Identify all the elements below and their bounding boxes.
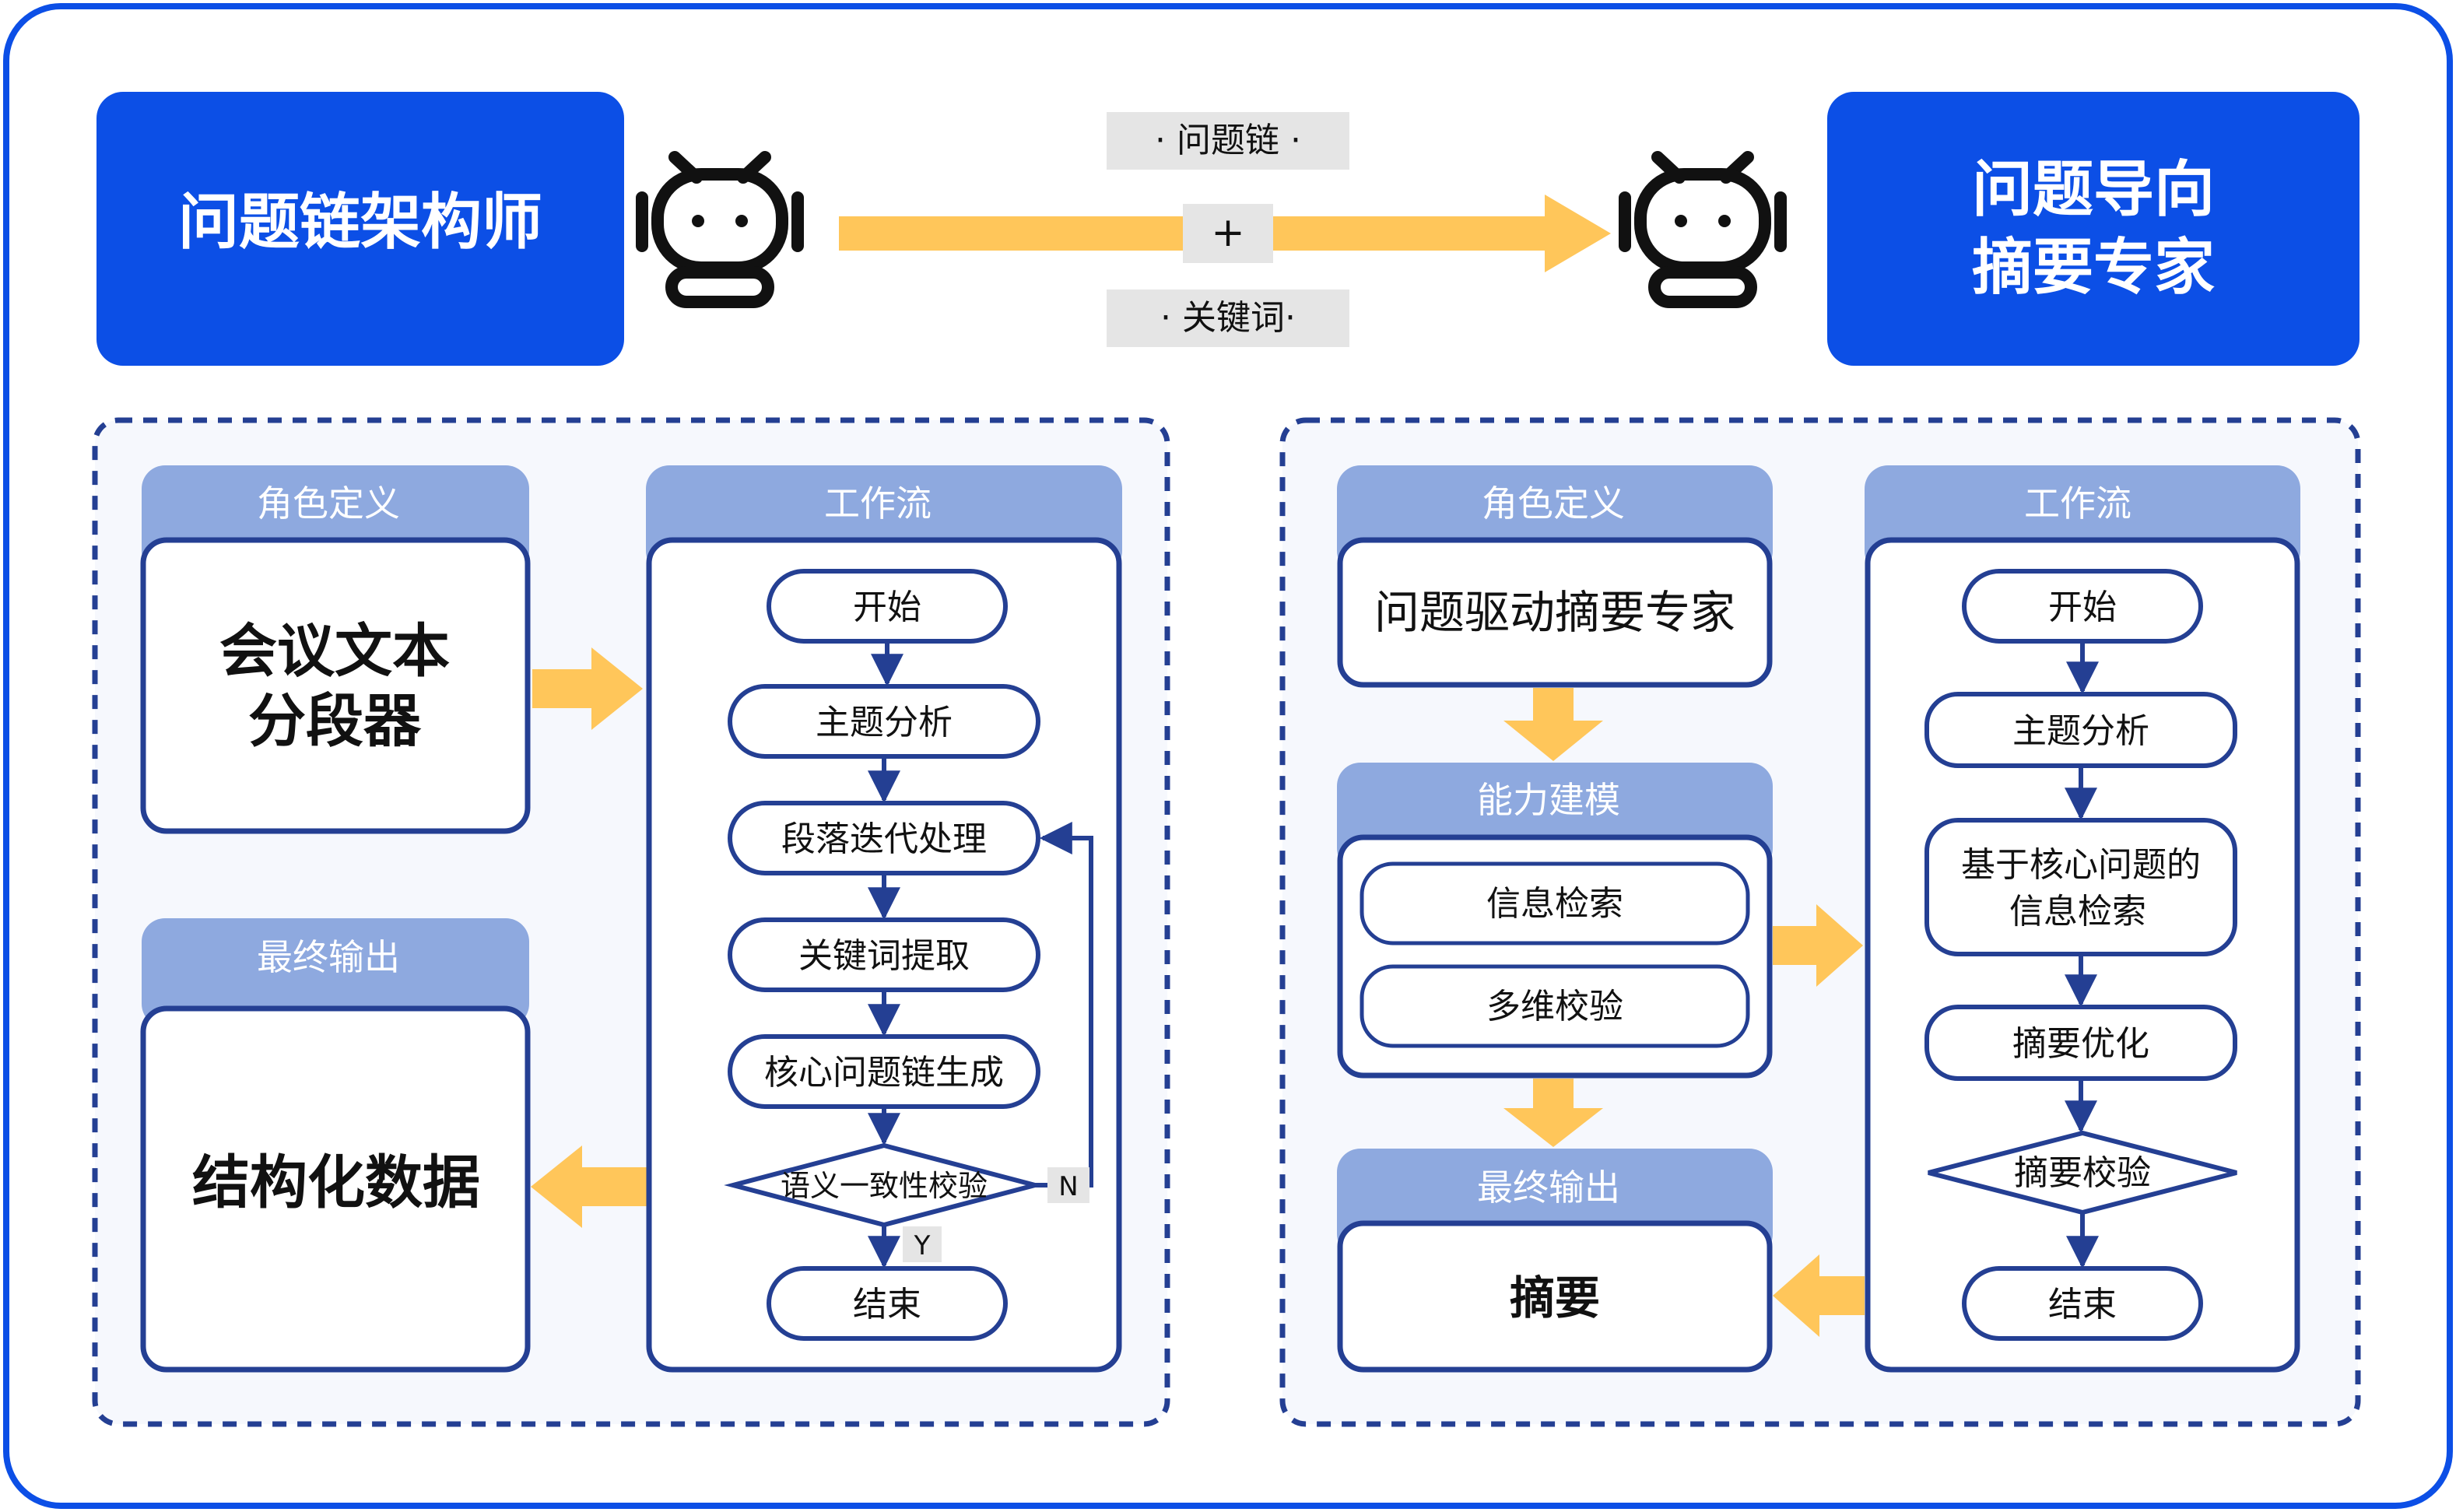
left-no-label: N <box>1058 1171 1078 1202</box>
right-step-retrieve-label-line1: 基于核心问题的 <box>1961 845 2201 885</box>
left-step-topic: 主题分析 <box>728 684 1040 759</box>
left-step-keywords-label: 关键词提取 <box>798 936 970 976</box>
left-step-iterate: 段落迭代处理 <box>728 801 1040 875</box>
right-step-check-diamond: 摘要校验 <box>1928 1130 2237 1216</box>
right-step-topic: 主题分析 <box>1924 692 2237 768</box>
right-output-card: 最终输出 摘要 <box>1337 1149 1773 1373</box>
right-agent-box: 问题导向 摘要专家 <box>1827 92 2360 366</box>
right-role-card: 角色定义 问题驱动摘要专家 <box>1337 465 1773 688</box>
right-step-start: 开始 <box>1962 569 2203 644</box>
right-agent-title-line2: 摘要专家 <box>1972 233 2215 303</box>
left-role-line2: 分段器 <box>248 688 422 755</box>
right-step-optimize-label: 摘要优化 <box>2012 1024 2149 1064</box>
right-output-text: 摘要 <box>1510 1272 1600 1324</box>
left-workflow-header: 工作流 <box>824 482 932 524</box>
robot-icon <box>1619 151 1787 308</box>
right-capability-header: 能力建模 <box>1477 779 1620 821</box>
right-capability-card: 能力建模 信息检索 多维校验 <box>1337 763 1773 1079</box>
handoff-tag-bottom: · 关键词· <box>1107 289 1349 347</box>
left-role-to-workflow-arrow <box>532 647 643 730</box>
left-agent-title: 问题链架构师 <box>178 188 542 258</box>
left-role-line1: 会议文本 <box>219 618 450 685</box>
left-step-iterate-label: 段落迭代处理 <box>781 819 987 859</box>
capability-item <box>1360 964 1750 1048</box>
handoff-tag-top-label: · 问题链 · <box>1155 121 1301 160</box>
left-yes-label: Y <box>914 1230 931 1261</box>
capability-item-label: 信息检索 <box>1486 884 1623 924</box>
left-output-header: 最终输出 <box>257 936 400 978</box>
right-capability-to-output-arrow <box>1503 1079 1603 1147</box>
right-step-topic-label: 主题分析 <box>2012 711 2149 751</box>
handoff-tag-bottom-label: · 关键词· <box>1160 298 1296 338</box>
right-step-check-label: 摘要校验 <box>2014 1153 2151 1193</box>
left-step-start-label: 开始 <box>853 588 921 627</box>
left-output-card: 最终输出 结构化数据 <box>140 918 531 1373</box>
left-step-start: 开始 <box>767 569 1008 644</box>
right-role-text: 问题驱动摘要专家 <box>1374 586 1735 639</box>
left-no-tag: N <box>1047 1167 1089 1203</box>
right-role-header: 角色定义 <box>1482 482 1625 524</box>
right-step-start-label: 开始 <box>2048 588 2117 627</box>
left-step-check-label: 语义一致性校验 <box>781 1169 988 1203</box>
right-workflow-to-output-arrow <box>1773 1254 1865 1337</box>
right-role-to-capability-arrow <box>1503 688 1603 761</box>
right-workflow-connectors <box>2065 641 2099 1269</box>
handoff-plus-label: + <box>1211 209 1245 256</box>
left-role-header: 角色定义 <box>257 482 400 524</box>
left-step-check-diamond: 语义一致性校验 <box>724 1142 1044 1228</box>
right-output-header: 最终输出 <box>1477 1166 1620 1209</box>
right-step-optimize: 摘要优化 <box>1924 1005 2237 1081</box>
handoff-tag-top: · 问题链 · <box>1107 112 1349 170</box>
left-agent-box: 问题链架构师 <box>96 92 624 366</box>
right-step-retrieve: 基于核心问题的 信息检索 <box>1924 818 2237 956</box>
left-yes-tag: Y <box>903 1226 942 1262</box>
right-capability-to-workflow-arrow <box>1773 904 1863 987</box>
left-step-chain-label: 核心问题链生成 <box>764 1053 1004 1093</box>
left-step-end-label: 结束 <box>853 1285 921 1324</box>
left-step-end: 结束 <box>767 1266 1008 1341</box>
right-step-end-label: 结束 <box>2048 1285 2117 1324</box>
left-workflow-to-output-arrow <box>531 1145 700 1228</box>
right-workflow-header: 工作流 <box>2024 482 2131 524</box>
left-step-topic-label: 主题分析 <box>816 703 953 742</box>
right-step-retrieve-label-line2: 信息检索 <box>2009 892 2146 931</box>
capability-item <box>1360 861 1750 945</box>
left-output-text: 结构化数据 <box>192 1149 480 1216</box>
right-agent-title-line1: 问题导向 <box>1972 155 2215 225</box>
left-step-chain: 核心问题链生成 <box>728 1034 1040 1109</box>
left-step-keywords: 关键词提取 <box>728 917 1040 992</box>
handoff-plus-tag: + <box>1183 204 1273 263</box>
right-step-end: 结束 <box>1962 1266 2203 1341</box>
capability-item-label: 多维校验 <box>1486 987 1623 1026</box>
robot-icon <box>636 151 804 308</box>
left-role-card: 角色定义 会议文本 分段器 <box>140 465 531 834</box>
